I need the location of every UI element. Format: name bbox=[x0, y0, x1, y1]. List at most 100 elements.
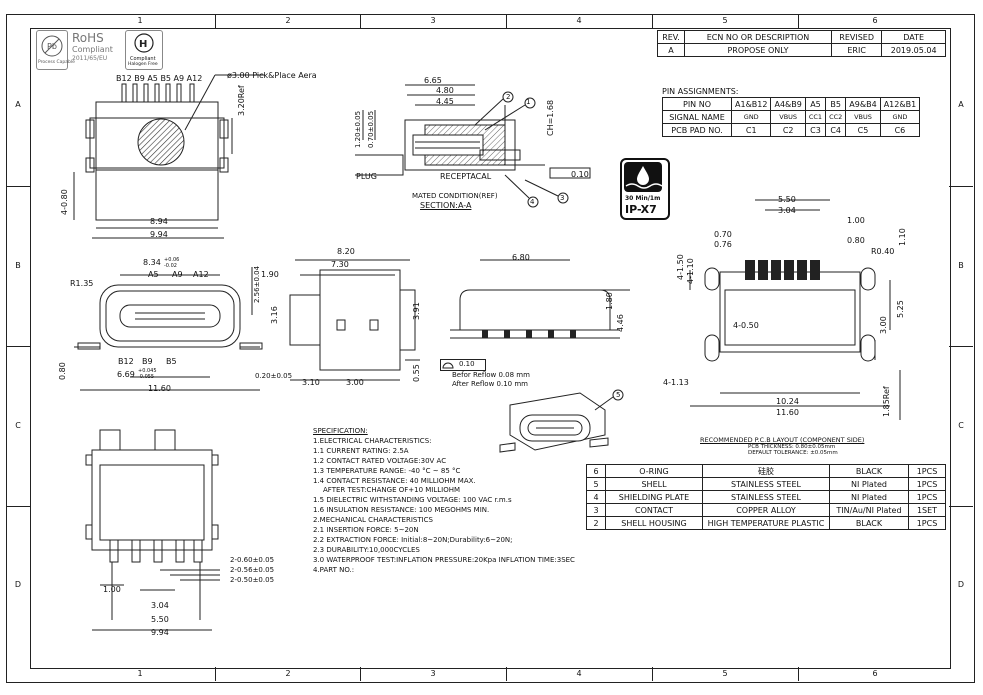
specification-block: SPECIFICATION: 1.ELECTRICAL CHARACTERIST… bbox=[313, 427, 581, 576]
flatness-value: 0.10 bbox=[459, 360, 475, 368]
pb-crossed-icon: Pb bbox=[41, 35, 63, 57]
spec-line: 2.1 INSERTION FORCE: 5~20N bbox=[313, 526, 419, 535]
pin-cell: C2 bbox=[770, 123, 806, 137]
dim-669-tol-bot: -0.055 bbox=[138, 374, 155, 380]
bom-row: 4 SHIELDING PLATE STAINLESS STEEL NI Pla… bbox=[586, 490, 946, 504]
pcb-thickness: PCB THICKNESS: 0.80±0.05mm bbox=[748, 444, 836, 450]
dim-550b: 5.50 bbox=[151, 615, 169, 624]
bom-no: 5 bbox=[586, 477, 606, 491]
pin-cell: A1&B12 bbox=[730, 97, 772, 111]
pcb-layout-title: RECOMMENDED P.C.B LAYOUT (COMPONENT SIDE… bbox=[700, 436, 865, 444]
pin-b5: B5 bbox=[166, 357, 177, 366]
spec-line: 1.4 CONTACT RESISTANCE: 40 MILLIOHM MAX. bbox=[313, 476, 476, 485]
row-label: B bbox=[15, 261, 21, 270]
dim-190: 1.90 bbox=[261, 270, 279, 279]
dim-r135: R1.35 bbox=[70, 279, 94, 288]
dim-994b: 9.94 bbox=[151, 628, 169, 637]
bom-qty: 1PCS bbox=[908, 477, 946, 491]
receptacle-label: RECEPTACAL bbox=[440, 172, 492, 181]
pin-cell: PCB PAD NO. bbox=[662, 123, 732, 137]
pick-place-label: ø3.00 Pick&Place Aera bbox=[227, 71, 317, 80]
row-label: C bbox=[15, 421, 21, 430]
pin-cell: A12&B1 bbox=[879, 97, 921, 111]
balloon-5: 5 bbox=[616, 391, 621, 399]
dim-834-tol-bot: -0.02 bbox=[164, 263, 177, 269]
bom-finish: BLACK bbox=[829, 464, 909, 478]
col-label: 6 bbox=[872, 669, 878, 678]
pb-free-logo: Pb Process Capable bbox=[36, 30, 75, 70]
dim-820: 8.20 bbox=[337, 247, 355, 256]
bom-qty: 1SET bbox=[908, 503, 946, 517]
bom-material: HIGH TEMPERATURE PLASTIC bbox=[702, 516, 830, 530]
bom-finish: NI Plated bbox=[829, 490, 909, 504]
pin-cell: C1 bbox=[730, 123, 772, 137]
date-cell: 2019.05.04 bbox=[881, 43, 946, 57]
dim-320ref: 3.20Ref bbox=[237, 85, 246, 116]
bom-row: 6 O-RING 硅胶 BLACK 1PCS bbox=[586, 464, 946, 478]
dim-020: 0.20±0.05 bbox=[255, 372, 293, 380]
bom-qty: 1PCS bbox=[908, 490, 946, 504]
spec-line: 1.1 CURRENT RATING: 2.5A bbox=[313, 446, 409, 455]
rev-cell: A bbox=[657, 43, 685, 57]
pin-cell: PIN NO bbox=[662, 97, 732, 111]
bom-part: CONTACT bbox=[605, 503, 703, 517]
dim-180: 1.80 bbox=[605, 292, 614, 310]
dim-2-060: 2-0.60±0.05 bbox=[230, 556, 275, 564]
dim-4-080: 4-0.80 bbox=[60, 189, 69, 215]
dim-730: 7.30 bbox=[331, 260, 349, 269]
date-header: DATE bbox=[881, 30, 946, 44]
dim-r040: R0.40 bbox=[871, 247, 895, 256]
row-label: A bbox=[15, 100, 21, 109]
spec-line: 2.2 EXTRACTION FORCE: Initial:8~20N;Dura… bbox=[313, 535, 513, 544]
dim-110: 1.10 bbox=[898, 228, 907, 246]
dim-445: 4.45 bbox=[436, 97, 454, 106]
dim-2-050: 2-0.50±0.05 bbox=[230, 576, 275, 584]
reflow-after: After Reflow 0.10 mm bbox=[452, 380, 528, 388]
pin-cell: A9&B4 bbox=[845, 97, 881, 111]
bom-finish: TIN/Au/NI Plated bbox=[829, 503, 909, 517]
pin-cell: VBUS bbox=[770, 110, 806, 124]
dim-525: 5.25 bbox=[896, 300, 905, 318]
dim-ch168: CH=1.68 bbox=[546, 99, 555, 136]
pin-cell: GND bbox=[879, 110, 921, 124]
spec-line: 1.3 TEMPERATURE RANGE: -40 °C ~ 85 °C bbox=[313, 466, 461, 475]
end-view-drawing bbox=[450, 259, 630, 339]
pin-cell: A5 bbox=[804, 97, 827, 111]
col-label: 4 bbox=[576, 16, 582, 25]
col-label: 3 bbox=[430, 669, 436, 678]
bom-finish: BLACK bbox=[829, 516, 909, 530]
pin-b9: B9 bbox=[142, 357, 153, 366]
bom-no: 3 bbox=[586, 503, 606, 517]
col-label: 1 bbox=[137, 16, 143, 25]
dim-300: 3.00 bbox=[346, 378, 364, 387]
svg-text:H: H bbox=[139, 39, 147, 50]
dim-669-tol-top: +0.045 bbox=[138, 368, 157, 374]
revision-table: REV. ECN NO OR DESCRIPTION REVISED DATE … bbox=[657, 30, 946, 57]
dim-300b: 3.00 bbox=[879, 316, 888, 334]
flatness-icon bbox=[442, 362, 454, 369]
spec-line: 1.5 DIELECTRIC WITHSTANDING VOLTAGE: 100… bbox=[313, 496, 512, 505]
col-label: 4 bbox=[576, 669, 582, 678]
pin-b12: B12 bbox=[118, 357, 134, 366]
section-aa-label: SECTION:A-A bbox=[420, 201, 472, 210]
pin-cell: GND bbox=[730, 110, 772, 124]
dim-070: 0.70±0.05 bbox=[367, 110, 375, 148]
dim-055: 0.55 bbox=[412, 364, 421, 382]
bom-row: 3 CONTACT COPPER ALLOY TIN/Au/NI Plated … bbox=[586, 503, 946, 517]
spec-line: 2.3 DURABILITY:10,000CYCLES bbox=[313, 545, 420, 554]
dim-185ref: 1.85Ref bbox=[882, 386, 891, 417]
col-label: 2 bbox=[285, 16, 291, 25]
dim-834: 8.34 bbox=[143, 258, 161, 267]
balloon-2: 2 bbox=[506, 93, 511, 101]
spec-line: SPECIFICATION: bbox=[313, 427, 368, 435]
bom-qty: 1PCS bbox=[908, 516, 946, 530]
dim-4-113: 4-1.13 bbox=[663, 378, 689, 387]
pin-assignments-title: PIN ASSIGNMENTS: bbox=[662, 87, 739, 96]
pin-cell: B5 bbox=[825, 97, 847, 111]
row-label: C bbox=[958, 421, 964, 430]
col-label: 5 bbox=[722, 669, 728, 678]
halogen-free-logo: H Compliant Halogen Free bbox=[125, 30, 163, 70]
rev-header: REV. bbox=[657, 30, 685, 44]
bom-part: O-RING bbox=[605, 464, 703, 478]
halogen-free-icon: H bbox=[134, 33, 154, 53]
